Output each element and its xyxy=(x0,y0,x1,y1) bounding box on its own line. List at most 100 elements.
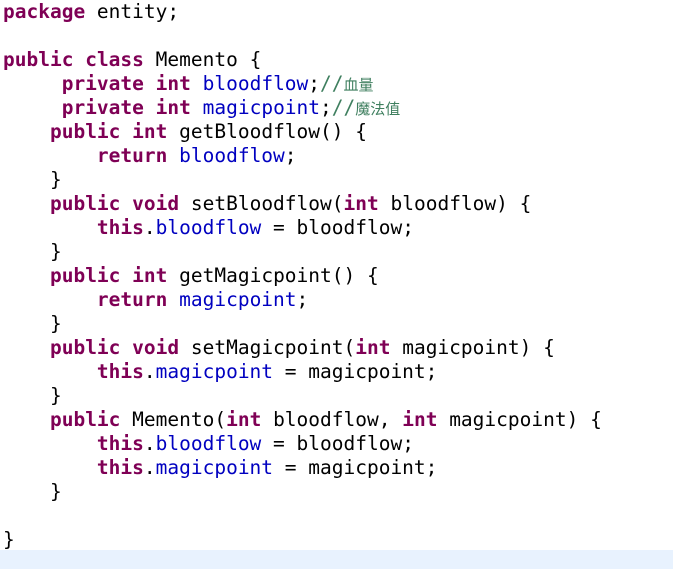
code-text: setMagicpoint( xyxy=(179,336,356,359)
indent xyxy=(3,336,50,359)
indent xyxy=(3,264,50,287)
keyword-token: int xyxy=(355,336,391,359)
indent xyxy=(3,168,50,191)
keyword-token: public xyxy=(49,120,121,143)
code-line: private int bloodflow;//血量 xyxy=(3,72,374,96)
indent xyxy=(3,96,62,119)
code-line: } xyxy=(3,528,15,552)
keyword-token: public xyxy=(49,192,121,215)
current-line-highlight xyxy=(0,550,673,569)
code-text: setBloodflow( xyxy=(179,192,344,215)
keyword-token: public xyxy=(49,408,121,431)
code-line: } xyxy=(3,480,62,504)
code-text: } xyxy=(49,384,62,407)
indent xyxy=(3,360,97,383)
field-token: magicpoint xyxy=(155,456,274,479)
code-text xyxy=(120,336,132,359)
code-text: . xyxy=(143,216,156,239)
code-line: public int getBloodflow() { xyxy=(3,120,367,144)
field-token: bloodflow xyxy=(202,72,309,95)
code-text xyxy=(144,72,156,95)
code-text: entity; xyxy=(85,0,180,23)
code-text: bloodflow, xyxy=(261,408,403,431)
keyword-token: private xyxy=(61,72,144,95)
code-line: this.bloodflow = bloodflow; xyxy=(3,432,414,456)
indent xyxy=(3,408,50,431)
keyword-token: this xyxy=(96,432,144,455)
code-text: ; xyxy=(308,72,321,95)
code-text: bloodflow) { xyxy=(378,192,532,215)
code-text: = magicpoint; xyxy=(273,456,438,479)
code-text: } xyxy=(49,168,62,191)
indent xyxy=(3,480,50,503)
keyword-token: int xyxy=(343,192,379,215)
code-line: public void setBloodflow(int bloodflow) … xyxy=(3,192,531,216)
comment-token: 魔法值 xyxy=(355,100,401,118)
code-line: public void setMagicpoint(int magicpoint… xyxy=(3,336,555,360)
code-line: } xyxy=(3,168,62,192)
keyword-token: this xyxy=(96,456,144,479)
keyword-token: public xyxy=(3,48,74,71)
keyword-token: private xyxy=(61,96,144,119)
code-text: magicpoint) { xyxy=(437,408,602,431)
field-token: magicpoint xyxy=(179,288,297,311)
code-line: public Memento(int bloodflow, int magicp… xyxy=(3,408,602,432)
code-line: public int getMagicpoint() { xyxy=(3,264,379,288)
indent xyxy=(3,456,97,479)
keyword-token: return xyxy=(96,288,168,311)
code-text: = bloodflow; xyxy=(261,432,414,455)
keyword-token: public xyxy=(49,264,121,287)
indent xyxy=(3,240,50,263)
keyword-token: return xyxy=(96,144,168,167)
comment-token: // xyxy=(331,96,356,119)
code-line: package entity; xyxy=(3,0,179,24)
code-text xyxy=(73,48,85,71)
indent xyxy=(3,312,50,335)
code-text: } xyxy=(3,528,15,551)
keyword-token: class xyxy=(85,48,144,71)
indent xyxy=(3,72,62,95)
keyword-token: int xyxy=(132,120,168,143)
indent xyxy=(3,384,50,407)
code-text xyxy=(191,96,203,119)
code-text: } xyxy=(49,240,62,263)
code-text: } xyxy=(49,480,62,503)
field-token: magicpoint xyxy=(155,360,274,383)
indent xyxy=(3,432,97,455)
field-token: bloodflow xyxy=(155,216,262,239)
keyword-token: void xyxy=(132,336,180,359)
code-text: ; xyxy=(320,96,332,119)
code-line: this.magicpoint = magicpoint; xyxy=(3,360,438,384)
code-line: this.magicpoint = magicpoint; xyxy=(3,456,438,480)
code-text: getBloodflow() { xyxy=(167,120,367,143)
code-text xyxy=(167,288,179,311)
code-text: . xyxy=(143,360,156,383)
code-text xyxy=(191,72,203,95)
comment-token: 血量 xyxy=(343,76,374,94)
indent xyxy=(3,288,97,311)
code-text: = magicpoint; xyxy=(273,360,438,383)
indent xyxy=(3,120,50,143)
code-text: = bloodflow; xyxy=(261,216,414,239)
keyword-token: package xyxy=(3,0,86,23)
code-text: } xyxy=(49,312,62,335)
code-line: } xyxy=(3,240,62,264)
keyword-token: public xyxy=(49,336,121,359)
code-text: . xyxy=(143,456,156,479)
keyword-token: this xyxy=(96,360,144,383)
keyword-token: int xyxy=(226,408,262,431)
indent xyxy=(3,216,97,239)
code-text: . xyxy=(143,432,156,455)
keyword-token: int xyxy=(155,72,191,95)
code-line: private int magicpoint;//魔法值 xyxy=(3,96,401,120)
code-text: Memento( xyxy=(120,408,227,431)
code-line: return bloodflow; xyxy=(3,144,297,168)
code-text xyxy=(167,144,179,167)
keyword-token: this xyxy=(96,216,144,239)
code-line: } xyxy=(3,312,62,336)
code-text xyxy=(144,96,156,119)
code-text: getMagicpoint() { xyxy=(167,264,379,287)
code-text xyxy=(120,120,132,143)
keyword-token: int xyxy=(402,408,438,431)
